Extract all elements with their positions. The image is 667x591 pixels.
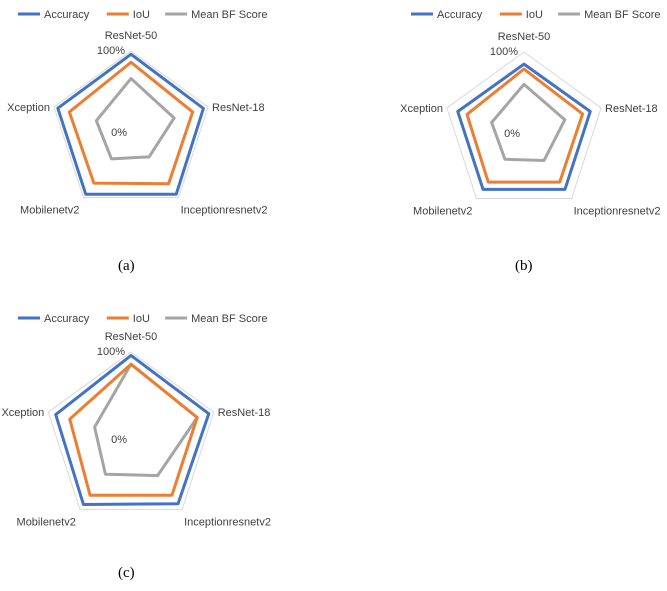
series-line xyxy=(93,362,199,478)
legend-entry: Mean BF Score xyxy=(584,9,660,21)
panel-label-c: (c) xyxy=(118,565,135,581)
series-line xyxy=(56,52,205,196)
category-label: Mobilenetv2 xyxy=(413,206,472,218)
legend-entry: Accuracy xyxy=(44,9,90,21)
legend-entry: IoU xyxy=(526,9,543,21)
category-label: ResNet-18 xyxy=(212,102,265,114)
radar-gridline xyxy=(446,51,602,200)
legend-entry: Mean BF Score xyxy=(191,313,267,325)
category-label: Xception xyxy=(1,407,44,419)
panel-label-a: (a) xyxy=(118,258,135,274)
legend-entry: Accuracy xyxy=(437,9,483,21)
legend-entry: IoU xyxy=(133,313,150,325)
series-line xyxy=(54,353,211,506)
category-label: ResNet-18 xyxy=(605,103,658,115)
category-label: ResNet-50 xyxy=(105,331,158,343)
tick-label: 100% xyxy=(490,46,518,58)
series-line xyxy=(68,362,199,497)
category-label: Inceptionresnetv2 xyxy=(184,516,271,528)
category-label: Inceptionresnetv2 xyxy=(181,205,268,217)
category-label: ResNet-50 xyxy=(498,31,551,43)
category-label: ResNet-18 xyxy=(218,407,271,419)
radar-gridline xyxy=(53,50,209,199)
category-label: Xception xyxy=(7,102,50,114)
series-line xyxy=(94,77,176,161)
tick-label: 0% xyxy=(504,128,520,140)
radar-gridline xyxy=(47,351,215,510)
tick-label: 100% xyxy=(97,45,125,57)
tick-label: 0% xyxy=(111,434,127,446)
category-label: ResNet-50 xyxy=(105,30,158,42)
category-label: Inceptionresnetv2 xyxy=(574,206,661,218)
category-label: Mobilenetv2 xyxy=(20,205,79,217)
series-line xyxy=(456,62,592,191)
legend-entry: Accuracy xyxy=(44,313,90,325)
tick-label: 100% xyxy=(97,346,125,358)
legend-entry: Mean BF Score xyxy=(191,9,267,21)
series-line xyxy=(490,82,567,163)
series-line xyxy=(465,67,585,184)
category-label: Mobilenetv2 xyxy=(17,516,76,528)
panel-label-b: (b) xyxy=(515,258,533,274)
series-line xyxy=(67,60,195,186)
tick-label: 0% xyxy=(111,127,127,139)
legend-entry: IoU xyxy=(133,9,150,21)
category-label: Xception xyxy=(400,103,443,115)
